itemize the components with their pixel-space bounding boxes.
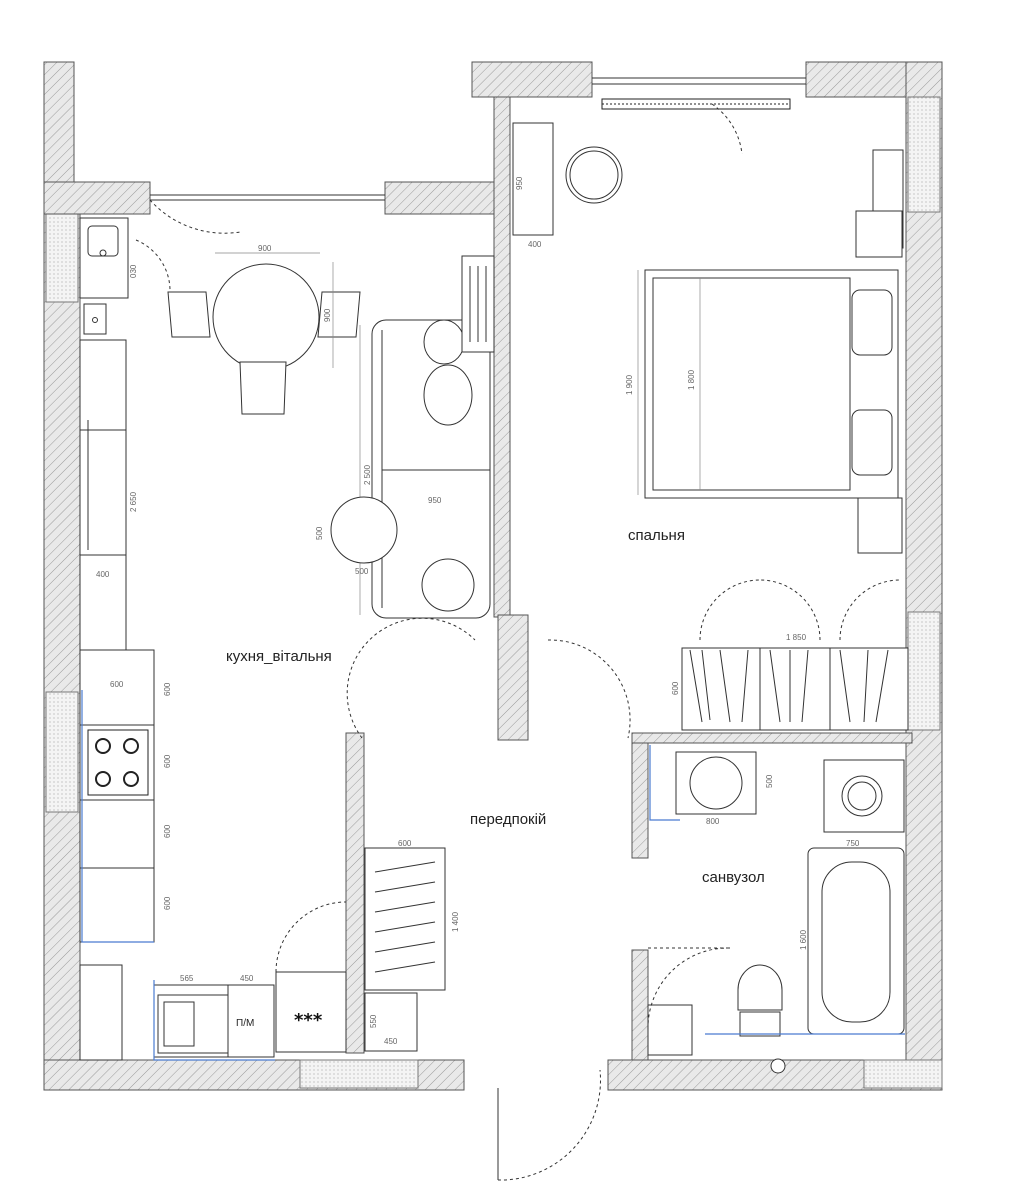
- wall-bedroom-top-left: [471, 61, 593, 98]
- appliance-box: [275, 971, 347, 1053]
- wall-insert-5: [299, 1059, 419, 1089]
- dim-coffee-h: 500: [315, 526, 324, 540]
- wall-insert-6: [863, 1059, 943, 1089]
- wall-bath-left-low: [631, 949, 649, 1061]
- dim-basin-w: 800: [706, 817, 720, 826]
- wall-right: [905, 61, 943, 1083]
- dim-table-w: 900: [258, 244, 272, 253]
- dim-hall-small-h: 550: [369, 1014, 378, 1028]
- wall-insert-1: [45, 213, 79, 303]
- wardrobe: [681, 647, 909, 731]
- cooktop-icon: [87, 729, 149, 796]
- tall-cabinets: [79, 339, 127, 651]
- hall-furniture: [346, 617, 631, 1181]
- dim-wardrobe-d: 600: [671, 681, 680, 695]
- dim-counter-2: 600: [163, 754, 172, 768]
- room-label-bedroom: спальня: [628, 527, 685, 544]
- wall-insert-4: [907, 611, 941, 731]
- room-label-hallway: передпокій: [470, 811, 546, 828]
- basin-icon: [689, 756, 743, 810]
- dim-bed-outer: 1 900: [625, 374, 634, 395]
- dim-sofa-len: 2 500: [363, 464, 372, 485]
- wall-kitchen-top-right: [384, 181, 501, 215]
- wall-left: [43, 213, 81, 1065]
- wall-bath-left: [631, 732, 649, 859]
- dim-bath-w: 750: [846, 839, 860, 848]
- dining-table: [212, 263, 320, 371]
- chair-bottom: [239, 361, 287, 415]
- dim-kitchen-depth: 400: [96, 570, 110, 579]
- dim-wardrobe-w: 1 850: [786, 633, 807, 642]
- hall-shoe-rack: [364, 847, 446, 991]
- dim-kitchen-line: 2 650: [129, 491, 138, 512]
- bathroom-fixtures: [647, 745, 905, 1074]
- dim-counter-3: 600: [163, 824, 172, 838]
- windows: [150, 77, 806, 201]
- dim-sink-w: 565: [180, 974, 194, 983]
- dim-sofa-w: 950: [428, 496, 442, 505]
- chair-right: [317, 291, 361, 338]
- room-label-bathroom: санвузол: [702, 869, 765, 886]
- drain-icon: [770, 1058, 786, 1074]
- dim-hall-shelf-h: 1 400: [451, 911, 460, 932]
- toilet-icon: [737, 964, 783, 1011]
- kitchen-bottom: [79, 901, 347, 1061]
- wall-partition: [493, 96, 511, 618]
- dining-set: [167, 252, 361, 415]
- dim-counter-4: 600: [163, 896, 172, 910]
- sofa: [359, 319, 491, 619]
- base-cabinets: [79, 649, 155, 943]
- bedroom-furniture: [512, 122, 909, 731]
- dim-counter-top: 600: [110, 680, 124, 689]
- pillow-bottom: [851, 409, 893, 476]
- coffee-table: [330, 496, 398, 564]
- dim-bed-inner: 1 800: [687, 369, 696, 390]
- dim-hall-small-w: 450: [384, 1037, 398, 1046]
- door-arc-bedroom: [711, 103, 743, 155]
- dim-counter-1: 600: [163, 682, 172, 696]
- dim-hall-shelf-w: 600: [398, 839, 412, 848]
- wall-hall-stub-1: [497, 614, 529, 741]
- dim-pm-w: 450: [240, 974, 254, 983]
- dim-coffee-w: 500: [355, 567, 369, 576]
- dishwasher-tag: П/М: [236, 1018, 254, 1029]
- hall-cabinet: [364, 992, 418, 1052]
- washing-machine-icon: [823, 759, 905, 833]
- nightstand-bottom: [857, 497, 903, 554]
- kitchen-sink-icon: [87, 225, 119, 257]
- wall-insert-2: [45, 691, 79, 813]
- wall-bath-top: [631, 732, 913, 744]
- desk: [512, 122, 554, 236]
- dim-desk-w: 400: [528, 240, 542, 249]
- wall-hall-left: [345, 732, 365, 1054]
- door-arc-kitchen: [149, 199, 241, 234]
- dim-bath-h: 1 600: [799, 929, 808, 950]
- dim-basin-h: 500: [765, 774, 774, 788]
- dim-table-h: 900: [323, 308, 332, 322]
- dim-kitchen-small: 030: [129, 264, 138, 278]
- chair-left: [167, 291, 211, 338]
- dim-desk-h: 950: [515, 176, 524, 190]
- wall-insert-3: [907, 96, 941, 213]
- kitchen-cabinets: [79, 217, 155, 943]
- stars-tag: ***: [294, 1010, 323, 1031]
- small-sink-icon: [83, 303, 107, 335]
- nightstand-top: [855, 210, 903, 258]
- room-label-kitchen-living: кухня_вітальня: [226, 648, 332, 665]
- pillow-top: [851, 289, 893, 356]
- wall-kitchen-top-left: [43, 181, 151, 215]
- walls: [43, 61, 943, 1091]
